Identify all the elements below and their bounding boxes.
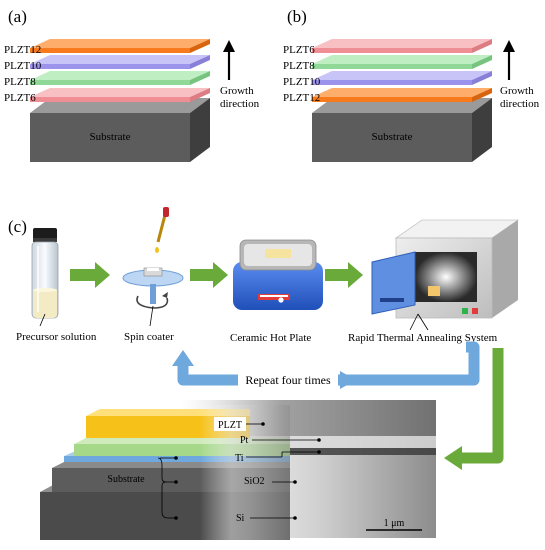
layer-plzt10-b	[312, 71, 492, 85]
growth-label-b-2: direction	[500, 98, 540, 110]
rta-oven-icon	[371, 219, 520, 319]
hot-plate-icon	[233, 239, 323, 310]
layer-plzt12-a	[30, 39, 210, 53]
repeat-label: Repeat four times	[245, 373, 331, 387]
layer-plzt8-a	[30, 71, 210, 85]
rta-leader-line-2	[417, 313, 429, 331]
layer-label-a-4: PLZT6	[4, 92, 36, 104]
repeat-arrow-head-mid	[340, 371, 356, 389]
layer-label-a-1: PLZT12	[4, 44, 41, 56]
layer-plzt8-b	[312, 55, 492, 69]
step-spin-label: Spin coater	[124, 331, 174, 343]
panel-a: (a) Substrate PLZT12	[4, 7, 260, 162]
layer-stack	[40, 400, 436, 540]
scale-label: 1 μm	[384, 518, 405, 529]
growth-label-a-2: direction	[220, 98, 260, 110]
ti-pointer-dot	[317, 450, 321, 454]
growth-label-a-1: Growth	[220, 85, 254, 97]
green-down-arrow	[444, 348, 504, 470]
spin-leader-line	[149, 305, 154, 327]
layer-plzt6-b	[312, 39, 492, 53]
layer-plzt12-b	[312, 88, 492, 102]
layer-plzt10-a	[30, 55, 210, 69]
layer-label-b-1: PLZT6	[283, 44, 315, 56]
stack-label-si: Si	[236, 513, 245, 524]
stack-label-sio2-a: SiO2	[244, 476, 265, 487]
layer-label-a-3: PLZT8	[4, 76, 36, 88]
pt-pointer-dot	[317, 438, 321, 442]
process-arrow-1	[70, 262, 110, 288]
layer-label-b-3: PLZT10	[283, 76, 321, 88]
growth-arrow-b	[503, 40, 515, 80]
growth-arrow-a	[223, 40, 235, 80]
panel-a-label: (a)	[8, 7, 27, 26]
scale-bar: 1 μm	[366, 518, 422, 531]
stack-label-pt: Pt	[240, 435, 249, 446]
step-hotplate-label: Ceramic Hot Plate	[230, 332, 311, 344]
panel-c-label: (c)	[8, 217, 27, 236]
panel-b: (b) Substrate PLZT6 PLZ	[283, 7, 540, 162]
substrate-block-b: Substrate	[312, 98, 492, 162]
stack-label-sio2-text: SiO2	[244, 476, 265, 487]
growth-label-b-1: Growth	[500, 85, 534, 97]
substrate-label-a: Substrate	[90, 131, 131, 143]
layer-label-a-2: PLZT10	[4, 60, 42, 72]
layer-label-b-4: PLZT12	[283, 92, 320, 104]
layer-plzt6-a	[30, 88, 210, 102]
panel-b-label: (b)	[287, 7, 307, 26]
step-rta-label: Rapid Thermal Annealing System	[348, 332, 498, 344]
precursor-leader-line	[39, 313, 46, 327]
si-pointer-dot	[293, 516, 297, 520]
precursor-vial-icon	[31, 228, 59, 319]
step-precursor-label: Precursor solution	[16, 331, 97, 343]
layer-label-b-2: PLZT8	[283, 60, 315, 72]
repeat-arrow	[172, 341, 480, 386]
sio2-pointer-dot	[293, 480, 297, 484]
stack-label-ti: Ti	[235, 453, 244, 464]
substrate-block-a: Substrate	[30, 98, 210, 162]
panel-c: (c) Precursor solution Spin coater	[8, 207, 520, 540]
substrate-label-b: Substrate	[372, 131, 413, 143]
plzt-label-bg	[214, 417, 246, 431]
stack-label-plzt: PLZT	[218, 420, 242, 431]
plzt-pointer-dot	[261, 422, 265, 426]
spin-coater-icon	[122, 207, 184, 309]
rta-leader-line	[409, 313, 419, 331]
process-arrow-3	[325, 262, 363, 288]
repeat-label-bg	[238, 372, 338, 388]
stack-label-substrate: Substrate	[107, 474, 145, 485]
process-arrow-2	[190, 262, 228, 288]
